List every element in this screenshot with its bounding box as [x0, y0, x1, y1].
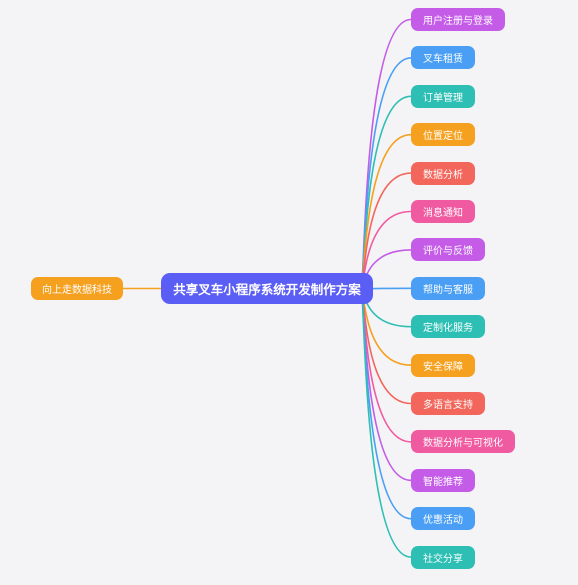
child-node[interactable]: 安全保障	[411, 353, 475, 377]
child-node[interactable]: 多语言支持	[411, 392, 485, 415]
child-node[interactable]: 位置定位	[411, 123, 475, 147]
child-node[interactable]: 叉车租赁	[411, 46, 475, 70]
child-node[interactable]: 订单管理	[411, 84, 475, 108]
child-node[interactable]: 用户注册与登录	[411, 8, 505, 31]
root-node[interactable]: 共享叉车小程序系统开发制作方案	[161, 273, 373, 304]
child-node[interactable]: 智能推荐	[411, 468, 475, 492]
left-node-company[interactable]: 向上走数据科技	[31, 277, 123, 300]
child-node[interactable]: 优惠活动	[411, 507, 475, 531]
child-node[interactable]: 数据分析与可视化	[411, 430, 515, 454]
child-node[interactable]: 消息通知	[411, 200, 475, 223]
child-node[interactable]: 帮助与客服	[411, 276, 485, 300]
child-node[interactable]: 社交分享	[411, 545, 475, 569]
child-node[interactable]: 数据分析	[411, 161, 475, 185]
child-node[interactable]: 定制化服务	[411, 315, 485, 339]
child-node[interactable]: 评价与反馈	[411, 238, 485, 262]
